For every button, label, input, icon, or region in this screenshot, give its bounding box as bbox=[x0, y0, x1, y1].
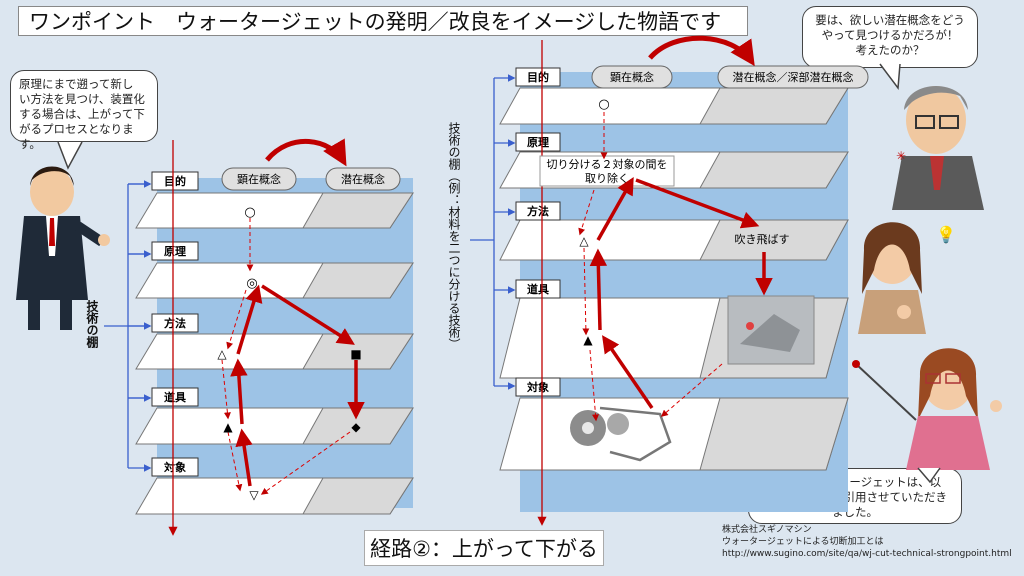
level-text: 対象 bbox=[163, 460, 186, 474]
symbol-diamond: ◆ bbox=[351, 420, 361, 434]
right-header-latent: 潜在概念／深部潜在概念 bbox=[717, 65, 869, 89]
symbol-filled-triangle: ▲ bbox=[223, 420, 233, 434]
left-shelf-label-text: 技術の棚 bbox=[85, 300, 99, 348]
right-blue-bracket bbox=[470, 78, 495, 386]
symbol-square: ■ bbox=[350, 347, 361, 361]
symbol-circle: ○ bbox=[598, 97, 609, 112]
teacher-woman-figure bbox=[852, 348, 1002, 470]
left-header-latent: 潜在概念 bbox=[325, 167, 401, 191]
right-level-label-purpose: 目的 bbox=[515, 67, 561, 87]
pointer-tip bbox=[852, 360, 860, 368]
left-shelf-method bbox=[135, 333, 414, 370]
level-text: 目的 bbox=[527, 70, 549, 84]
symbol-double-circle: ◎ bbox=[246, 276, 257, 291]
level-text: 道具 bbox=[527, 282, 549, 296]
header-text: 顕在概念 bbox=[610, 70, 654, 84]
right-shelf-object bbox=[499, 397, 849, 471]
pointer-stick bbox=[855, 363, 917, 421]
level-text: 目的 bbox=[164, 174, 186, 188]
left-solid-route bbox=[230, 284, 365, 487]
left-shelf-label: 技術の棚 bbox=[84, 300, 101, 348]
left-shelf-principle bbox=[135, 262, 414, 299]
left-header-manifest: 顕在概念 bbox=[221, 167, 297, 191]
header-text: 潜在概念 bbox=[341, 172, 385, 186]
header-text: 潜在概念／深部潜在概念 bbox=[733, 70, 854, 84]
source-credit: 株式会社スギノマシン ウォータージェットによる切断加工とは http://www… bbox=[722, 524, 1012, 560]
left-shelf-diagram: 目的 原理 方法 道具 対象 顕在概念 潜在概念 bbox=[104, 138, 414, 536]
level-text: 原理 bbox=[527, 136, 549, 149]
left-curved-arrow bbox=[265, 138, 347, 167]
lightbulb-icon: 💡 bbox=[936, 225, 956, 244]
level-text: 方法 bbox=[527, 204, 549, 218]
right-curved-arrow bbox=[648, 35, 755, 67]
level-text: 対象 bbox=[526, 380, 549, 394]
symbol-triangle: △ bbox=[579, 234, 589, 248]
bubble-line: 考えたのか？ bbox=[855, 43, 925, 57]
bottom-bubble-tail bbox=[917, 467, 941, 484]
page-title: ワンポイント ウォータージェットの発明／改良をイメージした物語です bbox=[18, 6, 748, 36]
left-shelf-object bbox=[135, 477, 414, 515]
photo-highlight bbox=[746, 322, 754, 330]
right-level-label-object: 対象 bbox=[515, 377, 561, 397]
right-shelf-label-text: 技術の棚（例：材料を二つに分ける技術） bbox=[447, 122, 461, 350]
level-text: 原理 bbox=[164, 245, 186, 258]
credit-company: 株式会社スギノマシン bbox=[722, 525, 812, 535]
top-right-speech-bubble: 要は、欲しい潜在概念をどう やって見つけるかだろが！ 考えたのか？ bbox=[802, 6, 978, 68]
symbol-circle: ○ bbox=[244, 205, 255, 220]
credit-title: ウォータージェットによる切断加工とは bbox=[722, 537, 884, 547]
principle-text-box bbox=[539, 155, 675, 187]
anger-icon: ✳ bbox=[896, 149, 906, 163]
route-text: 経路②：上がって下がる bbox=[370, 537, 598, 561]
bubble-line: やって見つけるかだろが！ bbox=[821, 28, 959, 42]
right-shelf-diagram: 目的 原理 方法 道具 対象 顕在概念 潜在概念／深部潜在概念 切り分ける２対象… bbox=[470, 35, 869, 526]
route-label: 経路②：上がって下がる bbox=[364, 530, 604, 566]
principle-text-line: 切り分ける２対象の間を bbox=[547, 157, 668, 171]
businessman-figure bbox=[16, 166, 110, 330]
right-shelf-method bbox=[499, 219, 849, 261]
left-level-label-object: 対象 bbox=[151, 457, 199, 477]
right-level-label-method: 方法 bbox=[515, 201, 561, 221]
left-shelf-tool bbox=[135, 407, 414, 445]
bubble-line: がるプロセスとなります。 bbox=[19, 122, 134, 151]
left-level-label-method: 方法 bbox=[151, 313, 199, 333]
level-text: 道具 bbox=[164, 390, 186, 404]
bubble-line: する場合は、上がって下 bbox=[19, 107, 145, 121]
credit-url: http://www.sugino.com/site/qa/wj-cut-tec… bbox=[722, 549, 1012, 559]
right-shelf-label: 技術の棚（例：材料を二つに分ける技術） bbox=[446, 122, 463, 350]
symbol-triangle: △ bbox=[217, 347, 227, 361]
right-dashed-arrows bbox=[578, 112, 723, 422]
right-level-label-principle: 原理 bbox=[515, 132, 561, 152]
left-dashed-arrows bbox=[221, 218, 351, 495]
title-text: ワンポイント ウォータージェットの発明／改良をイメージした物語です bbox=[29, 10, 722, 34]
symbol-filled-triangle: ▲ bbox=[583, 333, 593, 347]
bubble-line: い方法を見つけ、装置化 bbox=[19, 92, 145, 106]
left-level-label-principle: 原理 bbox=[151, 241, 199, 261]
left-speech-bubble: 原理にまで遡って新し い方法を見つけ、装置化 する場合は、上がって下 がるプロセ… bbox=[10, 70, 158, 151]
left-shelf-purpose bbox=[135, 192, 414, 229]
bubble-line: 要は、欲しい潜在概念をどう bbox=[815, 13, 965, 27]
symbol-down-triangle: ▽ bbox=[249, 488, 259, 502]
right-shelf-purpose bbox=[499, 87, 849, 125]
bubble-line: 原理にまで遡って新し bbox=[19, 77, 134, 91]
left-level-label-tool: 道具 bbox=[151, 387, 199, 407]
method-text: 吹き飛ばす bbox=[735, 233, 790, 246]
photo-detail bbox=[740, 314, 800, 352]
right-level-label-tool: 道具 bbox=[515, 279, 561, 299]
right-solid-route bbox=[589, 176, 773, 409]
left-level-label-purpose: 目的 bbox=[151, 171, 199, 191]
left-bubble-tail bbox=[57, 141, 83, 170]
level-text: 方法 bbox=[164, 316, 186, 330]
top-bubble-tail bbox=[879, 63, 901, 91]
angry-man-figure: ✳ bbox=[892, 86, 984, 210]
header-text: 顕在概念 bbox=[237, 172, 281, 186]
principle-text-line: 取り除く bbox=[585, 171, 629, 185]
right-header-manifest: 顕在概念 bbox=[591, 65, 673, 89]
thinking-woman-figure: 💡 bbox=[858, 222, 956, 334]
